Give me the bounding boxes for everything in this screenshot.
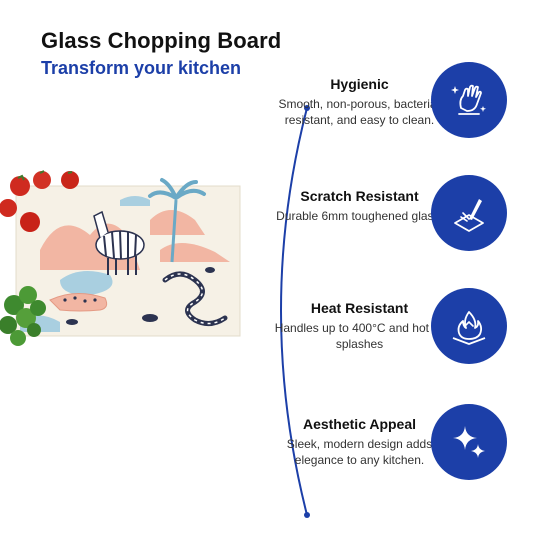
feature-description: Durable 6mm toughened glass. <box>276 209 443 223</box>
cheetah <box>49 293 108 312</box>
feature-title: Scratch Resistant <box>300 188 419 204</box>
heat-resistant-badge <box>431 288 507 364</box>
feature-hygienic: Hygienic Smooth, non-porous, bacteria-re… <box>272 76 447 128</box>
aesthetic-appeal-badge <box>431 404 507 480</box>
blue-cloud <box>120 196 150 206</box>
pink-hill <box>160 242 230 262</box>
feature-description: Sleek, modern design adds elegance to an… <box>286 437 433 467</box>
page-subtitle: Transform your kitchen <box>41 58 242 78</box>
hygienic-badge <box>431 62 507 138</box>
tomato-stems <box>17 170 73 181</box>
tomato <box>33 171 51 189</box>
blue-pond <box>60 271 113 296</box>
rock <box>142 314 158 322</box>
rock <box>205 267 215 273</box>
zebra-neck <box>93 210 109 239</box>
arc-line <box>280 105 310 518</box>
feature-title: Aesthetic Appeal <box>302 416 417 432</box>
tomato <box>10 176 30 196</box>
tomato <box>20 212 40 232</box>
parsley <box>0 286 46 346</box>
feature-scratch-resistant: Scratch Resistant Durable 6mm toughened … <box>272 188 447 224</box>
scratch-resistant-badge <box>431 175 507 251</box>
arc-curve <box>280 107 308 516</box>
chopping-board-illustration <box>0 170 241 346</box>
palm-leaves <box>148 178 206 200</box>
flame-heat-icon <box>452 311 486 345</box>
sparkle-stars-icon <box>453 426 485 458</box>
tomato <box>0 199 17 217</box>
page-title: Glass Chopping Board <box>41 28 282 53</box>
zebra-stripes <box>103 230 137 260</box>
palm-trunk <box>170 199 178 263</box>
connector-arc <box>255 90 315 530</box>
feature-description: Handles up to 400°C and hot oil splashes <box>274 321 445 351</box>
rock <box>66 319 78 325</box>
tomato <box>61 171 79 189</box>
snake-pattern <box>164 273 226 325</box>
feature-title: Hygienic <box>330 76 389 92</box>
feature-title: Heat Resistant <box>310 300 409 316</box>
hand-wipe-sparkle-icon <box>451 84 486 115</box>
pink-hill <box>150 210 205 235</box>
feature-heat-resistant: Heat Resistant Handles up to 400°C and h… <box>272 300 447 352</box>
arc-end-dot <box>304 105 310 111</box>
knife-scratch-icon <box>454 199 484 232</box>
product-image <box>0 140 270 360</box>
feature-aesthetic-appeal: Aesthetic Appeal Sleek, modern design ad… <box>272 416 447 468</box>
arc-end-dot <box>304 512 310 518</box>
feature-description: Smooth, non-porous, bacteria-resistant, … <box>278 97 441 127</box>
